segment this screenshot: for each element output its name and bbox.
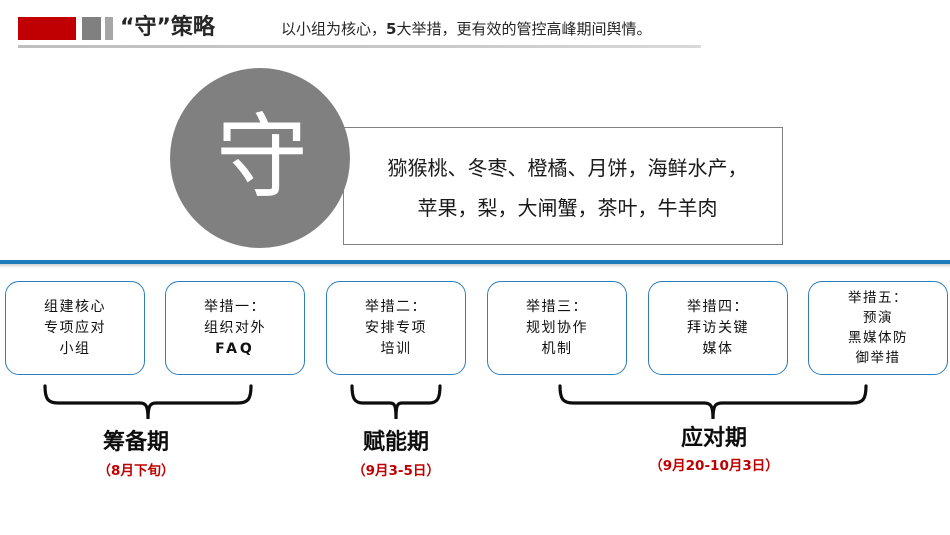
header-underline	[18, 45, 701, 48]
callout-line-2: 苹果，梨，大闸蟹，茶叶，牛羊肉	[417, 196, 718, 220]
measure-line: 拜访关键	[687, 319, 749, 336]
measure-line: 举措一：	[204, 298, 266, 315]
header-accent-red-block	[18, 17, 76, 40]
measure-box-6[interactable]: 举措五： 预演 黑媒体防 御举措	[808, 281, 948, 375]
hero-circle-character: 守	[215, 104, 308, 211]
phase-label-1: 筹备期 （8月下旬）	[58, 428, 214, 482]
measure-line: 组织对外	[204, 319, 266, 336]
subtitle-suffix: 大举措，更有效的管控高峰期间舆情。	[396, 20, 652, 38]
measure-line: 组建核心	[44, 298, 106, 315]
measure-box-4[interactable]: 举措三： 规划协作 机制	[487, 281, 627, 375]
brace-phase-2	[349, 384, 445, 420]
measure-line: 安排专项	[365, 319, 427, 336]
measure-line: 规划协作	[526, 319, 588, 336]
measure-line: 专项应对	[44, 319, 106, 336]
phase-label-2: 赋能期 （9月3-5日）	[318, 428, 474, 482]
measure-line: 举措二：	[365, 298, 427, 315]
hero-callout-box	[343, 127, 783, 245]
phase-name: 应对期	[680, 426, 747, 451]
section-divider	[0, 260, 950, 264]
phase-label-3: 应对期 （9月20-10月3日）	[636, 424, 792, 477]
measure-line: 媒体	[702, 340, 734, 357]
measure-line: 举措三：	[526, 298, 588, 315]
measure-box-row: 组建核心 专项应对 小组 举措一： 组织对外 FAQ 举措二： 安排专项 培训 …	[0, 281, 950, 377]
page-title: “守”策略	[120, 15, 215, 40]
measure-box-1[interactable]: 组建核心 专项应对 小组	[5, 281, 145, 375]
phase-name: 赋能期	[362, 430, 429, 455]
header-accent-gray-light-block	[105, 17, 113, 40]
phase-date: （9月20-10月3日）	[649, 458, 779, 474]
measure-line: 举措四：	[687, 298, 749, 315]
hero-circle: 守	[170, 68, 350, 248]
measure-line: 黑媒体防	[848, 330, 908, 346]
measure-line: 机制	[541, 340, 573, 357]
phase-date: （8月下旬）	[97, 463, 175, 479]
subtitle-prefix: 以小组为核心，	[281, 20, 387, 38]
measure-box-2[interactable]: 举措一： 组织对外 FAQ	[165, 281, 305, 375]
header-accent-gray-block	[82, 17, 101, 40]
divider-shadow	[0, 264, 950, 268]
measure-line: 御举措	[855, 350, 901, 366]
measure-line: FAQ	[215, 340, 255, 357]
measure-box-3[interactable]: 举措二： 安排专项 培训	[326, 281, 466, 375]
page-subtitle: 以小组为核心，5大举措，更有效的管控高峰期间舆情。	[281, 18, 651, 40]
subtitle-number: 5	[386, 20, 397, 38]
brace-phase-1	[42, 384, 254, 420]
measure-line: 培训	[380, 340, 412, 357]
brace-phase-3	[557, 384, 872, 420]
measure-line: 小组	[59, 340, 91, 357]
phase-date: （9月3-5日）	[352, 463, 440, 479]
measure-line: 预演	[863, 310, 893, 326]
measure-line: 举措五：	[848, 290, 908, 306]
callout-line-1: 猕猴桃、冬枣、橙橘、月饼，海鲜水产，	[387, 156, 748, 180]
measure-box-5[interactable]: 举措四： 拜访关键 媒体	[648, 281, 788, 375]
phase-name: 筹备期	[102, 430, 169, 455]
hero-callout-text: 猕猴桃、冬枣、橙橘、月饼，海鲜水产， 苹果，梨，大闸蟹，茶叶，牛羊肉	[355, 140, 780, 236]
